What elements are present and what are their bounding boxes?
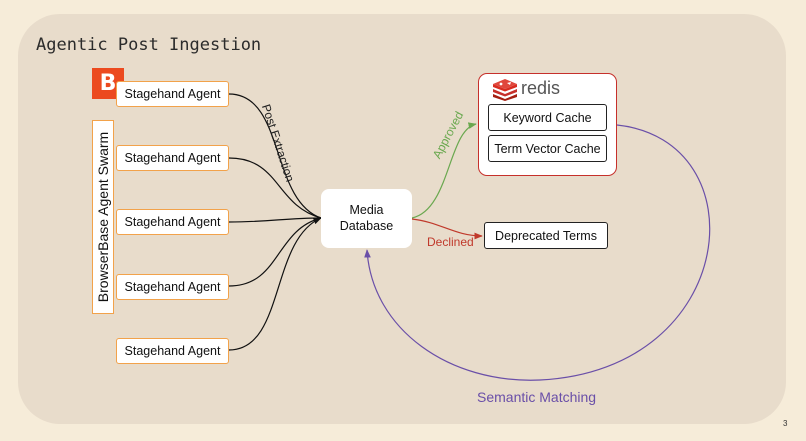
media-database-line2: Database <box>339 218 394 233</box>
agent-swarm-label: BrowserBase Agent Swarm <box>95 131 111 303</box>
edge-approved <box>411 122 477 219</box>
redis-logo-text: redis <box>521 78 561 98</box>
redis-icon <box>493 79 517 101</box>
edge-agent-3 <box>228 217 322 223</box>
agent-swarm-frame <box>92 120 114 314</box>
media-database-node: Media Database <box>321 189 412 248</box>
edge-agent-5 <box>228 217 322 351</box>
edge-agent-4 <box>228 217 322 287</box>
stagehand-agent-3: Stagehand Agent <box>116 209 229 235</box>
stagehand-agent-1: Stagehand Agent <box>116 81 229 107</box>
edge-agent-1 <box>228 93 322 219</box>
diagram-title: Agentic Post Ingestion <box>36 35 262 55</box>
edge-agent-2 <box>228 157 322 219</box>
declined-label: Declined <box>427 235 474 249</box>
media-database-line1: Media <box>349 202 384 217</box>
page-number: 3 <box>783 419 788 428</box>
keyword-cache-node: Keyword Cache <box>488 104 607 131</box>
stagehand-agent-2: Stagehand Agent <box>116 145 229 171</box>
deprecated-terms-node: Deprecated Terms <box>484 222 608 249</box>
semantic-matching-label: Semantic Matching <box>477 389 597 405</box>
stagehand-agent-4: Stagehand Agent <box>116 274 229 300</box>
edge-declined <box>411 218 483 240</box>
term-vector-cache-node: Term Vector Cache <box>488 135 607 162</box>
edge-semantic-matching <box>364 124 711 381</box>
stagehand-agent-5: Stagehand Agent <box>116 338 229 364</box>
